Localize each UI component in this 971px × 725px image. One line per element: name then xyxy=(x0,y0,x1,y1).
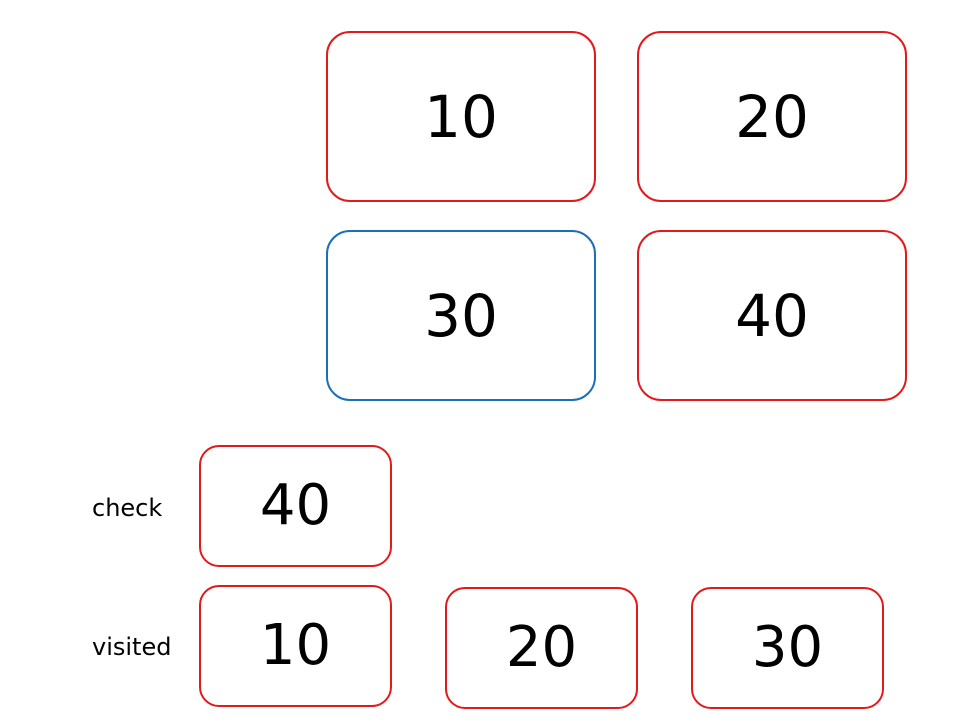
grid-node-value: 40 xyxy=(735,281,809,350)
check-item-value: 40 xyxy=(259,473,332,538)
visited-label: visited xyxy=(92,633,172,661)
check-item: 40 xyxy=(199,445,392,567)
visited-item-value: 10 xyxy=(259,613,332,678)
grid-node-10: 10 xyxy=(326,31,596,202)
grid-node-40: 40 xyxy=(637,230,907,401)
grid-node-30-current: 30 xyxy=(326,230,596,401)
visited-item: 20 xyxy=(445,587,638,709)
visited-item-value: 30 xyxy=(751,615,824,680)
grid-node-value: 20 xyxy=(735,82,809,151)
grid-node-value: 30 xyxy=(424,281,498,350)
visited-item: 10 xyxy=(199,585,392,707)
grid-node-value: 10 xyxy=(424,82,498,151)
check-label: check xyxy=(92,494,163,522)
visited-item-value: 20 xyxy=(505,615,578,680)
visited-item: 30 xyxy=(691,587,884,709)
grid-node-20: 20 xyxy=(637,31,907,202)
